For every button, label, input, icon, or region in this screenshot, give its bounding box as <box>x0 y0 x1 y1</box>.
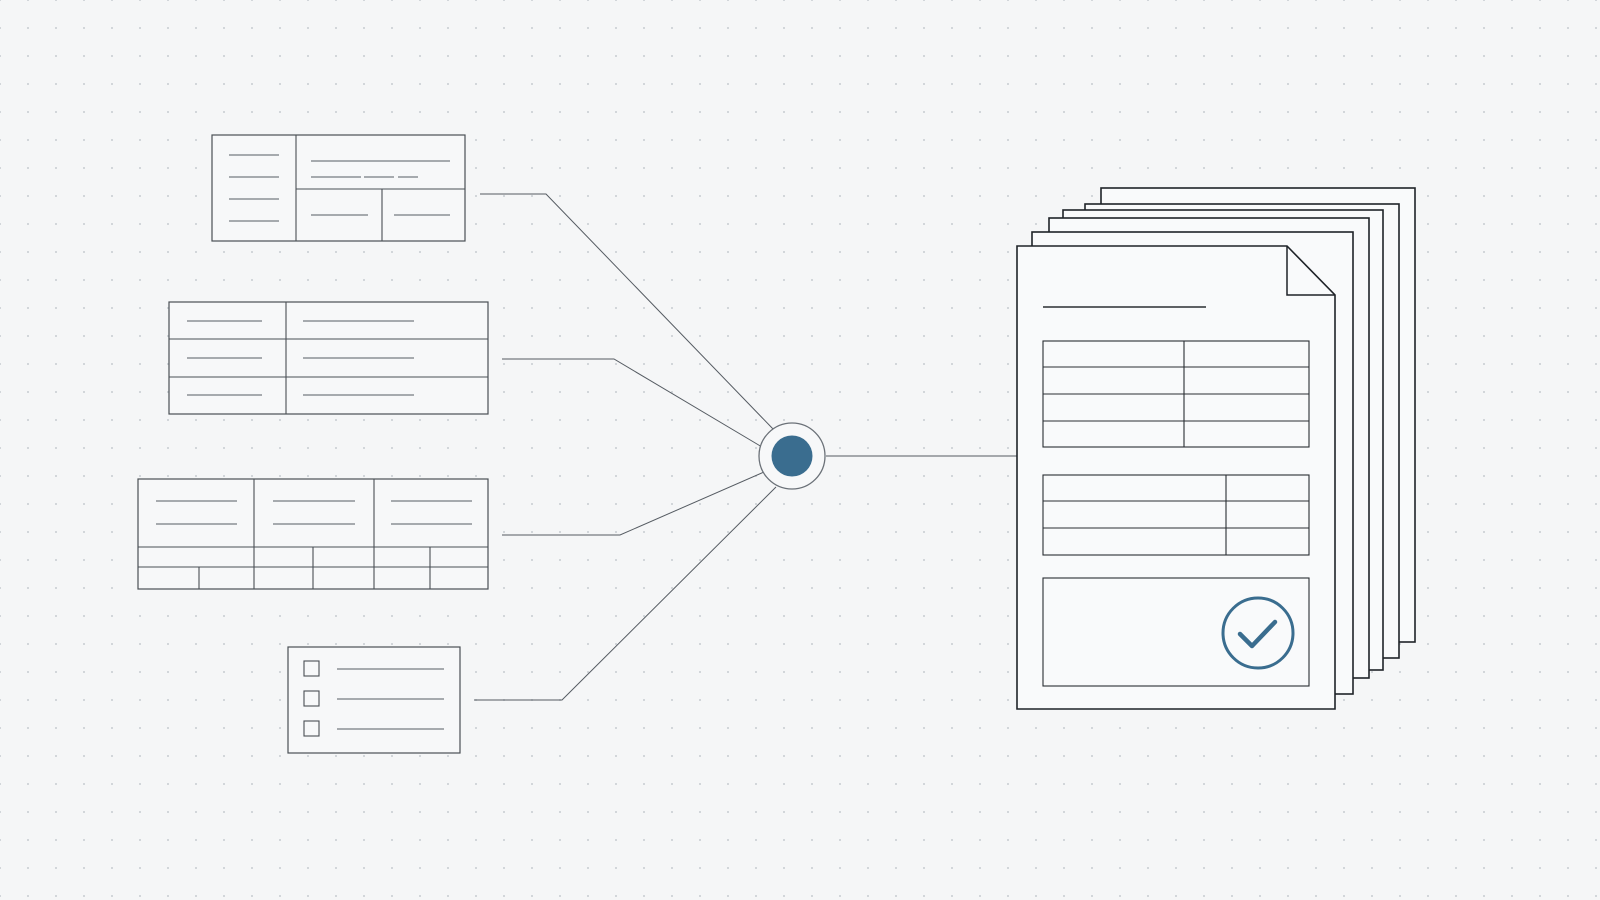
checkbox-icon <box>303 660 320 677</box>
report-table-2 <box>1042 474 1310 556</box>
checkmark-circle-icon <box>1221 596 1295 670</box>
connector-4 <box>474 486 777 701</box>
report-approval-box <box>1042 577 1310 687</box>
output-report-page <box>1016 245 1336 710</box>
connector-2 <box>502 358 763 448</box>
connector-1 <box>480 193 775 431</box>
source-checklist-card-4 <box>287 646 461 754</box>
source-table-card-3 <box>137 478 489 590</box>
report-table-1 <box>1042 340 1310 448</box>
checkbox-icon <box>303 690 320 707</box>
source-form-card-1 <box>211 134 466 242</box>
source-connectors <box>474 193 1018 701</box>
hub-node-icon <box>758 422 826 490</box>
source-table-card-2 <box>168 301 489 415</box>
checkbox-icon <box>303 720 320 737</box>
connector-3 <box>502 471 765 536</box>
